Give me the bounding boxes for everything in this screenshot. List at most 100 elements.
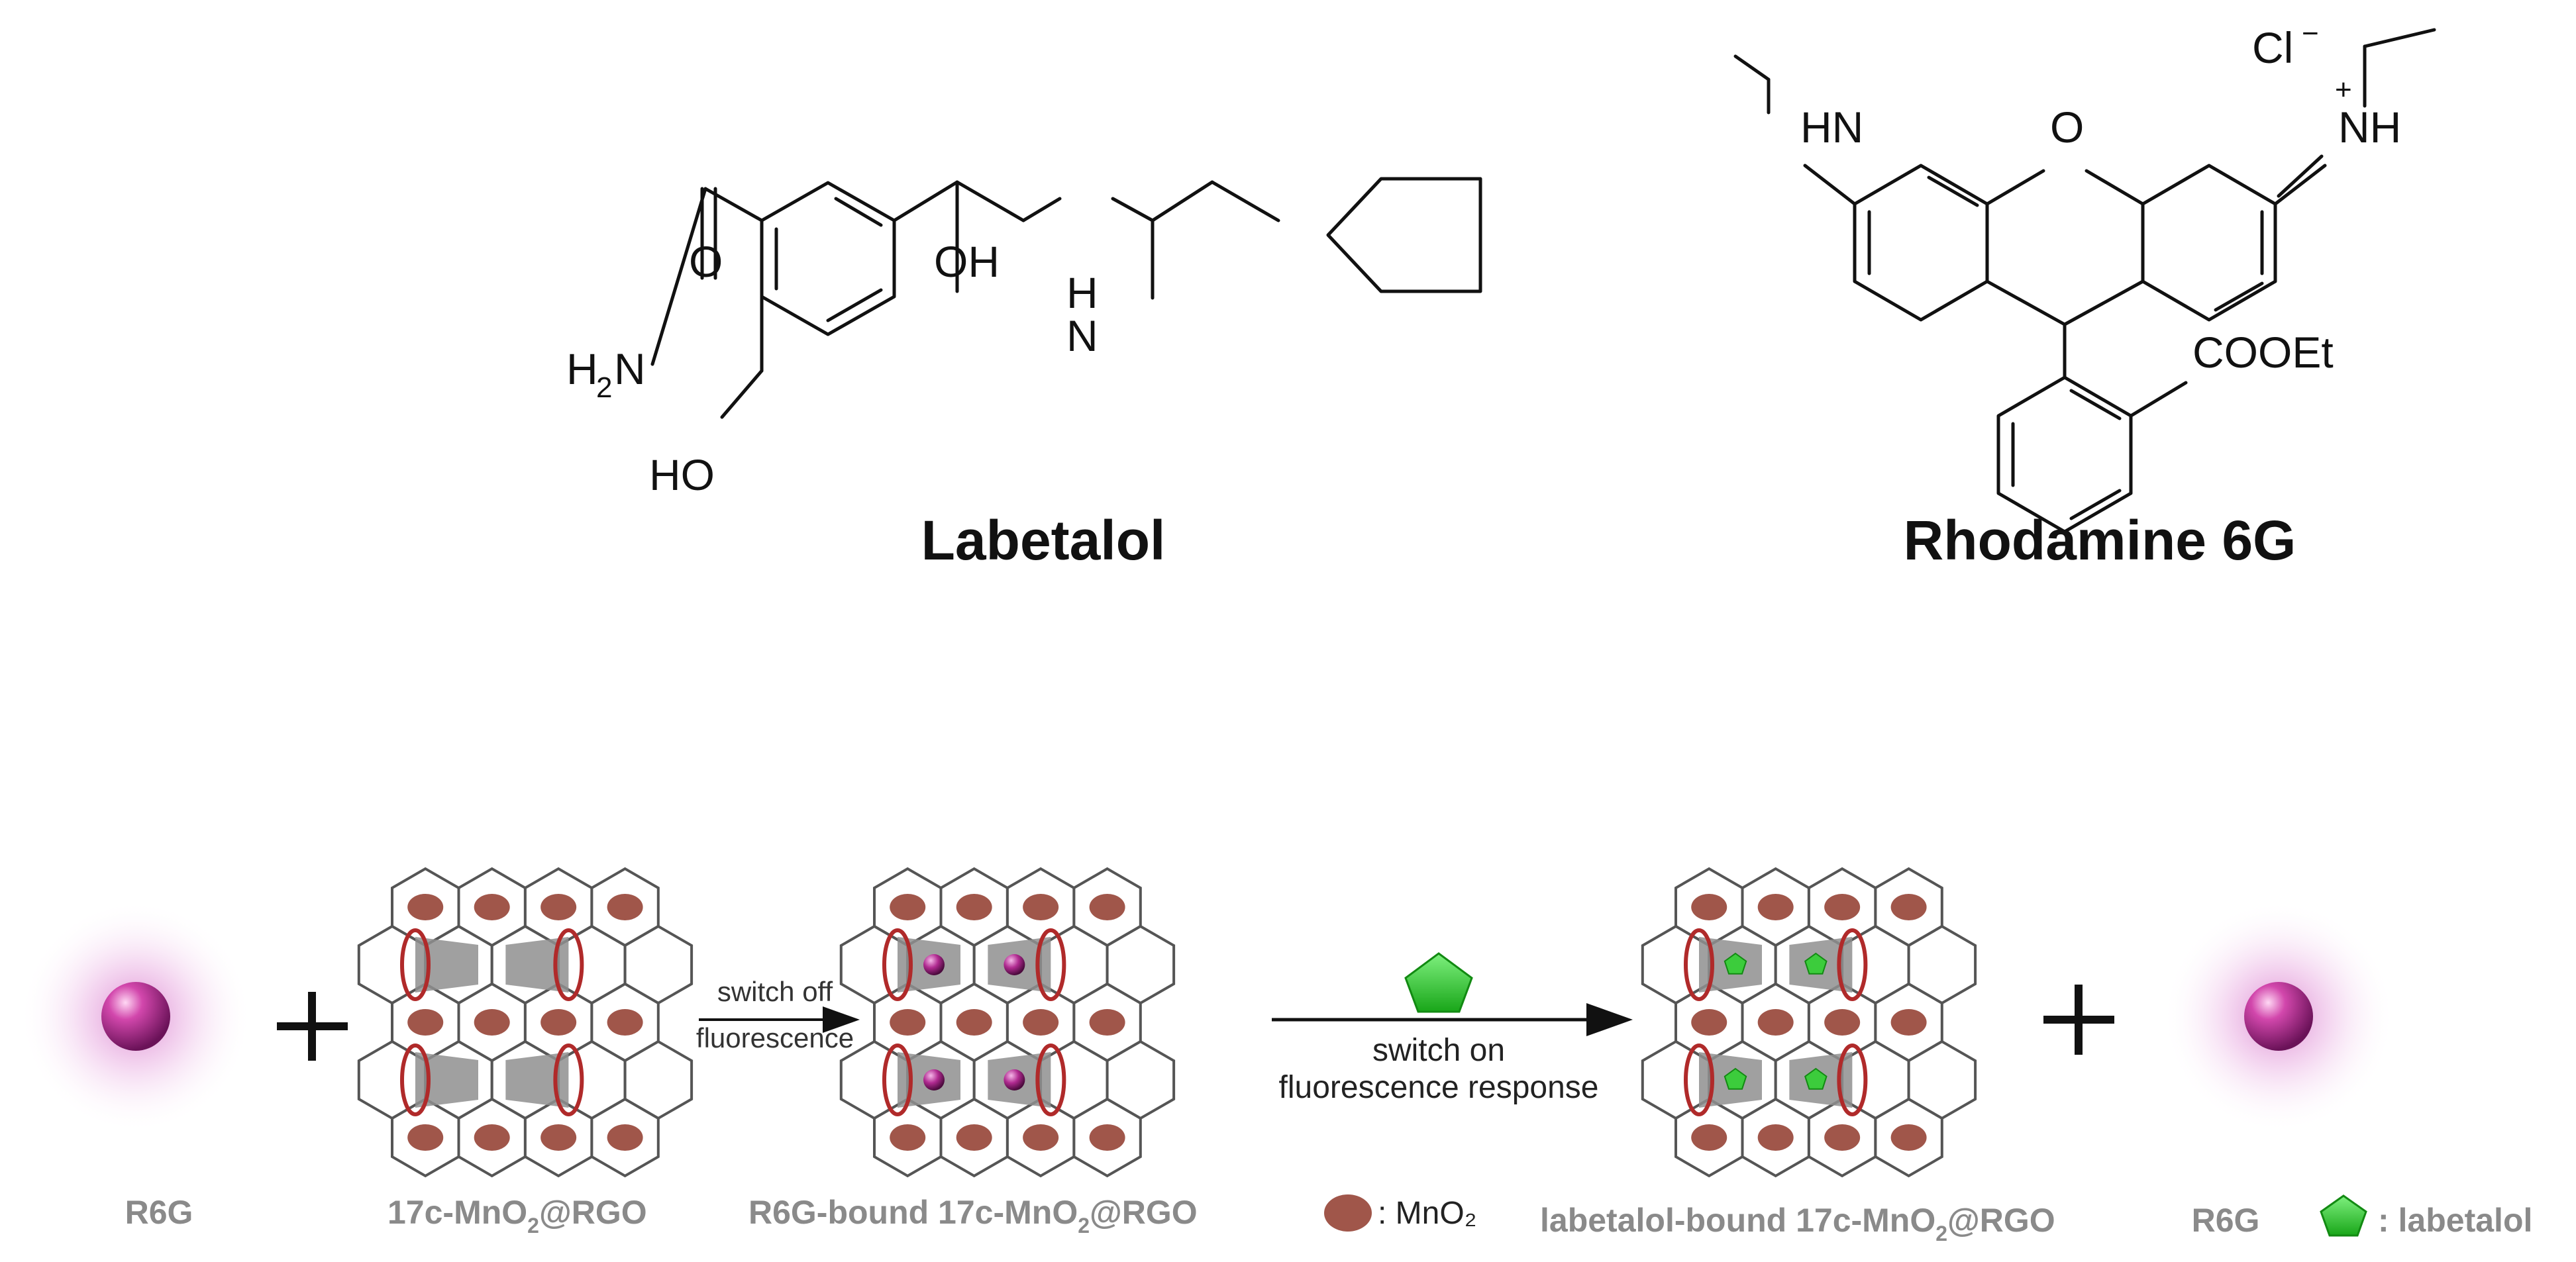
- mno2-particle: [541, 1124, 577, 1151]
- labetalol-bonds: [650, 177, 1482, 419]
- mno2-particle: [1757, 1124, 1794, 1151]
- mno2-particle: [1089, 1124, 1125, 1151]
- pore-ring: [882, 928, 913, 1001]
- labetalol-pentagon-icon: [1404, 952, 1473, 1013]
- r6g-free-right: [2163, 900, 2395, 1132]
- caption-lab-bound: labetalol-bound 17c-MnO2@RGO: [1540, 1202, 2055, 1245]
- mno2-particle: [474, 1124, 510, 1151]
- mno2-particle: [407, 1124, 444, 1151]
- labetalol-ho: HO: [649, 450, 715, 499]
- pore-channel: [415, 937, 478, 993]
- caption-lab-bound-a: labetalol-bound 17c-MnO: [1540, 1202, 1935, 1239]
- bound-labetalol-pentagon: [1804, 1067, 1828, 1090]
- bound-r6g-sphere: [1004, 1069, 1025, 1091]
- rhodamine-cl-charge: −: [2302, 17, 2319, 50]
- mno2-particle: [1691, 1009, 1727, 1036]
- mno2-particle: [1089, 1009, 1125, 1036]
- pore-ring: [1684, 928, 1714, 1001]
- mno2-particle: [956, 894, 992, 920]
- mno2-particle: [1890, 1009, 1927, 1036]
- switch-off-line2: fluorescence: [696, 1022, 854, 1053]
- caption-labetalol-legend: : labetalol: [2378, 1202, 2532, 1239]
- rhodamine-title: Rhodamine 6G: [1904, 509, 2296, 571]
- pore-ring: [1035, 928, 1066, 1001]
- bound-r6g-sphere: [923, 954, 945, 975]
- mno2-particle: [890, 1009, 926, 1036]
- mno2-particle: [1890, 1124, 1927, 1151]
- pore-ring: [1837, 928, 1868, 1001]
- bound-labetalol-pentagon: [1804, 952, 1828, 975]
- mno2-particle: [1824, 894, 1861, 920]
- mno2-particle: [1023, 894, 1059, 920]
- pore-ring: [400, 1044, 431, 1116]
- labetalol-oh: OH: [934, 237, 1000, 286]
- caption-mno2-rgo-a: 17c-MnO: [387, 1194, 527, 1231]
- pore-ring: [553, 928, 584, 1001]
- mno2-particle: [1757, 1009, 1794, 1036]
- caption-mno2-rgo: 17c-MnO2@RGO: [387, 1194, 647, 1238]
- caption-r6g-left: R6G: [125, 1194, 193, 1231]
- r6g-free-left: [20, 900, 252, 1132]
- rhodamine-plus: +: [2335, 73, 2352, 106]
- rhodamine-nh: NH: [2338, 103, 2401, 152]
- labetalol-nh-h: H: [1066, 268, 1098, 317]
- bound-r6g-sphere: [923, 1069, 945, 1091]
- switch-on-line2: fluorescence response: [1279, 1070, 1599, 1105]
- rhodamine-atom-labels: Cl − HN O NH + COOEt: [1800, 17, 2401, 377]
- pore-ring: [882, 1044, 913, 1116]
- plus-sign-right: [2043, 985, 2114, 1055]
- mno2-particle: [956, 1009, 992, 1036]
- mno2-particle: [407, 894, 444, 920]
- rhodamine-structure: [1733, 28, 2436, 534]
- mno2-particle: [1023, 1009, 1059, 1036]
- mno2-particle: [607, 894, 643, 920]
- mno2-particle: [1824, 1124, 1861, 1151]
- pore-channel: [415, 1052, 478, 1108]
- mno2-particle: [607, 1124, 643, 1151]
- mno2-particle: [1757, 894, 1794, 920]
- caption-r6g-right: R6G: [2192, 1202, 2260, 1239]
- labetalol-bound-lattice: [1641, 867, 1977, 1178]
- mno2-particle: [956, 1124, 992, 1151]
- caption-r6g-bound-c: @RGO: [1090, 1194, 1198, 1231]
- mno2-particle: [1691, 1124, 1727, 1151]
- labetalol-carbonyl-o: O: [689, 237, 723, 286]
- mno2-particle: [474, 894, 510, 920]
- mno2-particle: [541, 1009, 577, 1036]
- mno2-particle: [890, 894, 926, 920]
- pore-ring: [553, 1044, 584, 1116]
- mno2-particle: [474, 1009, 510, 1036]
- mno2-particle: [1691, 894, 1727, 920]
- bound-labetalol-pentagon: [1724, 1067, 1747, 1090]
- switch-on-arrow: [1272, 952, 1633, 1036]
- mno2-particle: [541, 894, 577, 920]
- caption-r6g-bound-b: 2: [1078, 1214, 1090, 1238]
- mno2-particle: [1023, 1124, 1059, 1151]
- rhodamine-cooet: COOEt: [2192, 328, 2334, 377]
- mno2-particle: [607, 1009, 643, 1036]
- labetalol-nh-n: N: [1066, 311, 1098, 360]
- labetalol-h2n-n: N: [614, 344, 646, 393]
- caption-mno2-rgo-b: 2: [527, 1214, 539, 1238]
- pore-ring: [1684, 1044, 1714, 1116]
- mno2-legend-icon: [1324, 1194, 1372, 1232]
- labetalol-title: Labetalol: [921, 509, 1166, 571]
- mno2-particle: [890, 1124, 926, 1151]
- mno2-particle: [407, 1009, 444, 1036]
- caption-lab-bound-b: 2: [1935, 1222, 1947, 1245]
- plus-sign-left: [277, 992, 348, 1061]
- pore-ring: [1837, 1044, 1868, 1116]
- mno2-rgo-lattice: [357, 867, 694, 1178]
- bound-labetalol-pentagon: [1724, 952, 1747, 975]
- caption-r6g-bound-a: R6G-bound 17c-MnO: [748, 1194, 1078, 1231]
- mno2-particle: [1824, 1009, 1861, 1036]
- switch-on-line1: switch on: [1372, 1033, 1505, 1068]
- caption-lab-bound-c: @RGO: [1947, 1202, 2055, 1239]
- pore-ring: [1035, 1044, 1066, 1116]
- rhodamine-ring-o: O: [2050, 103, 2084, 152]
- bound-r6g-sphere: [1004, 954, 1025, 975]
- caption-r6g-bound: R6G-bound 17c-MnO2@RGO: [748, 1194, 1198, 1238]
- labetalol-legend-icon: [2320, 1194, 2367, 1237]
- caption-mno2-legend: : MnO₂: [1378, 1196, 1476, 1231]
